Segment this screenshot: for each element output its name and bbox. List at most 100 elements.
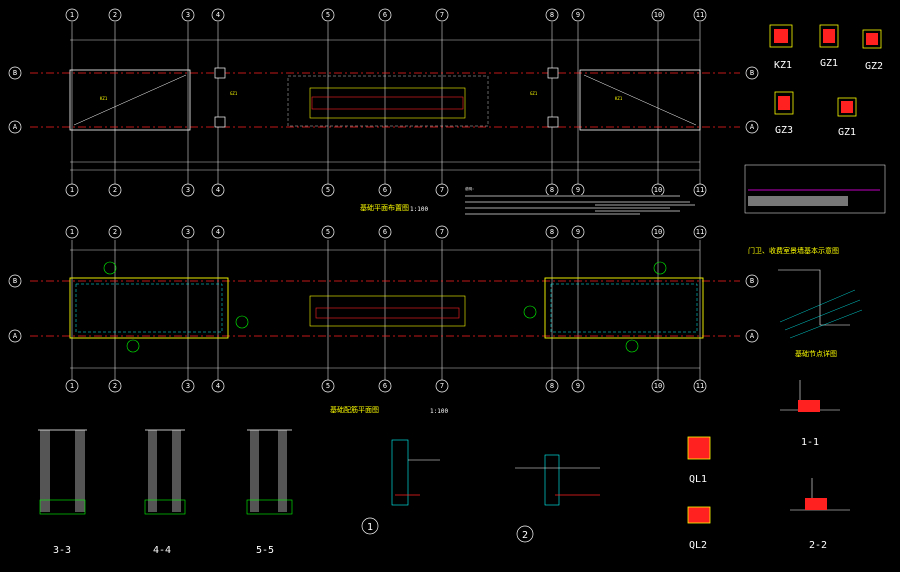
grid-bubble-label: 10 (654, 382, 662, 390)
column-icon (769, 24, 882, 117)
detail-number-marker (516, 525, 534, 543)
grid-bubble-icon: 5 (321, 8, 335, 22)
grid-bubble-label: 5 (326, 11, 330, 19)
section-marker-icon (103, 261, 667, 353)
grid-bubble-icon: 3 (181, 379, 195, 393)
grid-bubble-icon: 6 (378, 183, 392, 197)
upper-plan-scale: 1:100 (410, 206, 428, 213)
detail-caption: 门卫、收费室景墙基本示意图 (748, 246, 839, 255)
grid-bubble-label: 2 (113, 382, 117, 390)
grid-bubble-icon: 6 (378, 225, 392, 239)
section-mark: 3-3 (53, 545, 71, 556)
grid-bubble-label: A (750, 332, 755, 340)
grid-bubble-icon: 8 (545, 8, 559, 22)
detail-number-marker (361, 517, 379, 535)
grid-bubble-label: 9 (576, 186, 580, 194)
bottom-sections: 3-3 4-4 5-5 基础配筋平面图 1:100 1 (38, 380, 850, 556)
grid-bubble-icon: 4 (211, 183, 225, 197)
grid-bubble-icon: 11 (693, 225, 707, 239)
grid-bubble-icon: 11 (693, 379, 707, 393)
grid-bubble-icon: 1 (65, 379, 79, 393)
detail-caption: 基础配筋平面图 (330, 405, 379, 414)
detail-label: GZ3 (775, 125, 793, 136)
annotation-texts: KZ1 KZ1 GZ1 GZ1 (100, 91, 623, 101)
grid-bubble-label: 10 (654, 228, 662, 236)
grid-bubble-icon: A (745, 329, 759, 343)
grid-bubble-icon: B (745, 274, 759, 288)
grid-bubble-icon: 11 (693, 8, 707, 22)
grid-bubble-icon: 6 (378, 379, 392, 393)
grid-bubble-icon: 10 (651, 8, 665, 22)
grid-bubble-icon: 6 (378, 8, 392, 22)
detail-label: QL2 (689, 540, 707, 551)
svg-text:GZ1: GZ1 (230, 91, 238, 96)
grid-bubble-icon: 3 (181, 8, 195, 22)
detail-label: GZ2 (865, 61, 883, 72)
lower-grid-bubbles-side: B A B A (8, 274, 759, 343)
svg-text:GZ1: GZ1 (530, 91, 538, 96)
grid-bubble-icon: 10 (651, 183, 665, 197)
detail-caption: 基础节点详图 (795, 349, 837, 358)
grid-bubble-icon: B (745, 66, 759, 80)
grid-bubble-label: 4 (216, 11, 220, 19)
grid-bubble-label: 8 (550, 11, 554, 19)
grid-bubble-label: B (750, 69, 754, 77)
detail-label: GZ1 (838, 127, 856, 138)
grid-bubble-label: 10 (654, 11, 662, 19)
grid-bubble-icon: 1 (65, 8, 79, 22)
notes-block: 说明: (465, 186, 695, 215)
section-3-3: 3-3 (38, 429, 87, 556)
grid-bubble-label: B (750, 277, 754, 285)
grid-bubble-label: 3 (186, 228, 190, 236)
svg-text:KZ1: KZ1 (615, 96, 623, 101)
grid-bubble-label: 4 (216, 186, 220, 194)
grid-bubble-icon: B (8, 274, 22, 288)
grid-bubble-icon: B (8, 66, 22, 80)
detail-ql: QL1 QL2 (687, 436, 711, 551)
right-room (544, 277, 704, 339)
svg-text:2: 2 (522, 530, 528, 541)
grid-bubble-icon: 9 (571, 379, 585, 393)
grid-bubble-label: 7 (440, 186, 444, 194)
grid-bubble-label: 1 (70, 11, 74, 19)
grid-bubble-icon: A (8, 329, 22, 343)
grid-bubble-label: B (13, 69, 17, 77)
detail-label: GZ1 (820, 58, 838, 69)
grid-bubble-icon: 4 (211, 225, 225, 239)
detail-1: 基础配筋平面图 1:100 1 (330, 405, 448, 535)
grid-bubble-icon: 9 (571, 8, 585, 22)
grid-bubble-label: 1 (70, 186, 74, 194)
column-icon (214, 67, 559, 128)
section-mark: 1-1 (801, 437, 819, 448)
column-details: KZ1 GZ1 GZ2 GZ3 GZ1 (769, 24, 883, 138)
grid-bubble-label: 8 (550, 228, 554, 236)
grid-bubble-icon: 7 (435, 183, 449, 197)
grid-bubble-label: 1 (70, 382, 74, 390)
lower-axis-lines (71, 240, 701, 380)
grid-bubble-label: 11 (696, 228, 704, 236)
grid-bubble-label: 4 (216, 228, 220, 236)
section-1-1: 1-1 (780, 380, 840, 448)
grid-bubble-label: 11 (696, 11, 704, 19)
grid-bubble-icon: 3 (181, 225, 195, 239)
svg-text:1: 1 (367, 522, 373, 533)
detail-label: QL1 (689, 474, 707, 485)
center-beam (287, 75, 489, 127)
grid-bubble-icon: 10 (651, 225, 665, 239)
grid-bubble-label: 8 (550, 186, 554, 194)
section-2-2: 2-2 (790, 478, 850, 551)
grid-bubble-label: 5 (326, 382, 330, 390)
upper-axis-lines (71, 22, 701, 184)
grid-bubble-icon: A (8, 120, 22, 134)
svg-text:说明:: 说明: (465, 186, 474, 191)
svg-text:KZ1: KZ1 (100, 96, 108, 101)
grid-bubble-label: 7 (440, 382, 444, 390)
upper-plan-title: 基础平面布置图 (360, 203, 409, 212)
grid-bubble-label: 7 (440, 228, 444, 236)
